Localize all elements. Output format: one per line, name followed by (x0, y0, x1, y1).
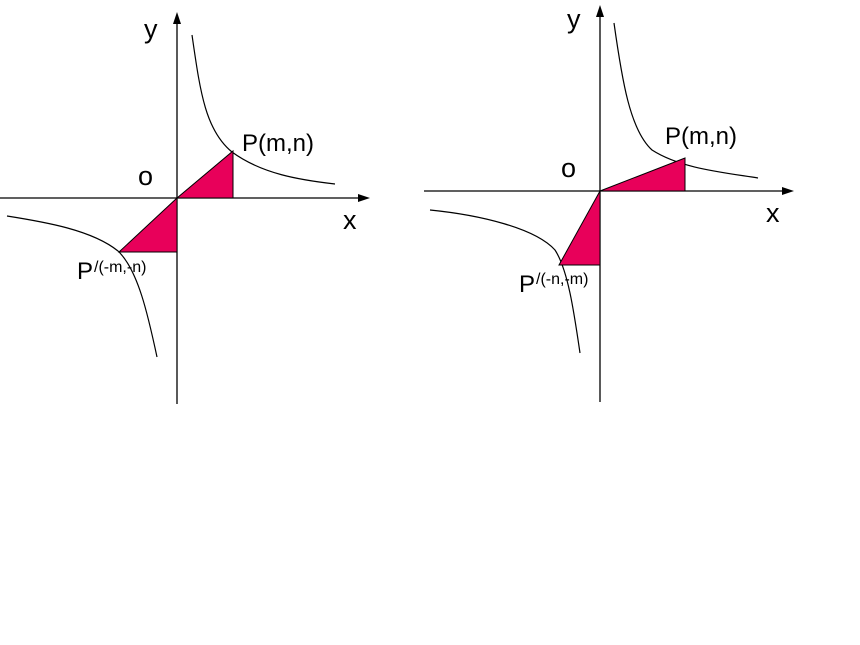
right-x-axis-label: x (766, 198, 780, 228)
right-y-axis-arrow (596, 5, 604, 17)
left-x-axis-arrow (358, 194, 370, 202)
left-y-axis-arrow (173, 12, 181, 24)
right-x-axis-arrow (782, 187, 794, 195)
left-point-label: P(m,n) (242, 130, 314, 157)
right-point-label: P(m,n) (665, 123, 737, 150)
left-triangle-lower (117, 196, 178, 253)
left-reflected-point-superscript: /(-m,-n) (94, 259, 146, 276)
left-figure: y x o P(m,n) P /(-m,-n) (0, 12, 370, 404)
left-y-axis-label: y (144, 14, 158, 44)
left-triangle-upper (175, 149, 234, 199)
right-origin-label: o (561, 153, 576, 183)
left-reflected-point-label: P (77, 258, 93, 285)
left-origin-label: o (138, 161, 153, 191)
right-hyperbola-branch-lower (429, 209, 581, 354)
right-hyperbola-branch-upper (613, 22, 759, 179)
right-triangle-lower (558, 189, 601, 266)
right-reflected-point-label: P (519, 271, 535, 298)
left-x-axis-label: x (343, 205, 357, 235)
right-y-axis-label: y (567, 4, 581, 34)
left-hyperbola-branch-lower (6, 215, 158, 358)
left-hyperbola-branch-upper (191, 34, 336, 185)
right-reflected-point-superscript: /(-n,-m) (536, 271, 588, 288)
right-triangle-upper (599, 157, 686, 192)
right-figure: y x o P(m,n) P /(-n,-m) (424, 4, 794, 402)
